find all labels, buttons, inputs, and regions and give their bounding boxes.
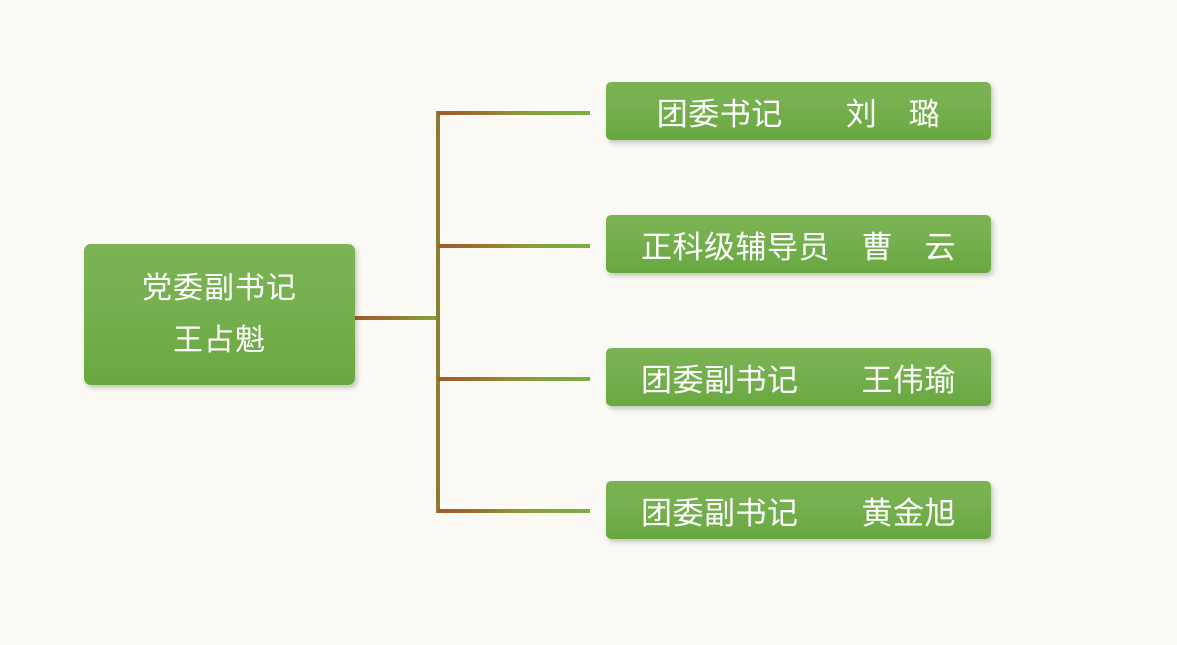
connector-branch-3 [438, 377, 590, 381]
node-root-title: 党委副书记 [142, 270, 297, 306]
connector-branch-2 [438, 244, 590, 248]
node-child-tuanwei-fushuji-wangweiyu[interactable]: 团委副书记 王伟瑜 [606, 348, 991, 406]
connector-branch-4 [438, 509, 590, 513]
node-child-zhengkeji-fudaoyuan[interactable]: 正科级辅导员 曹 云 [606, 215, 991, 273]
connector-branch-1 [438, 111, 590, 115]
connector-root-stem [355, 316, 440, 320]
node-child-tuanwei-fushuji-huangjinxu[interactable]: 团委副书记 黄金旭 [606, 481, 991, 539]
connector-vertical-trunk [436, 111, 440, 513]
node-root-name: 王占魁 [173, 322, 266, 358]
node-root[interactable]: 党委副书记 王占魁 [84, 244, 355, 385]
node-child-tuanwei-shuji[interactable]: 团委书记 刘 璐 [606, 82, 991, 140]
